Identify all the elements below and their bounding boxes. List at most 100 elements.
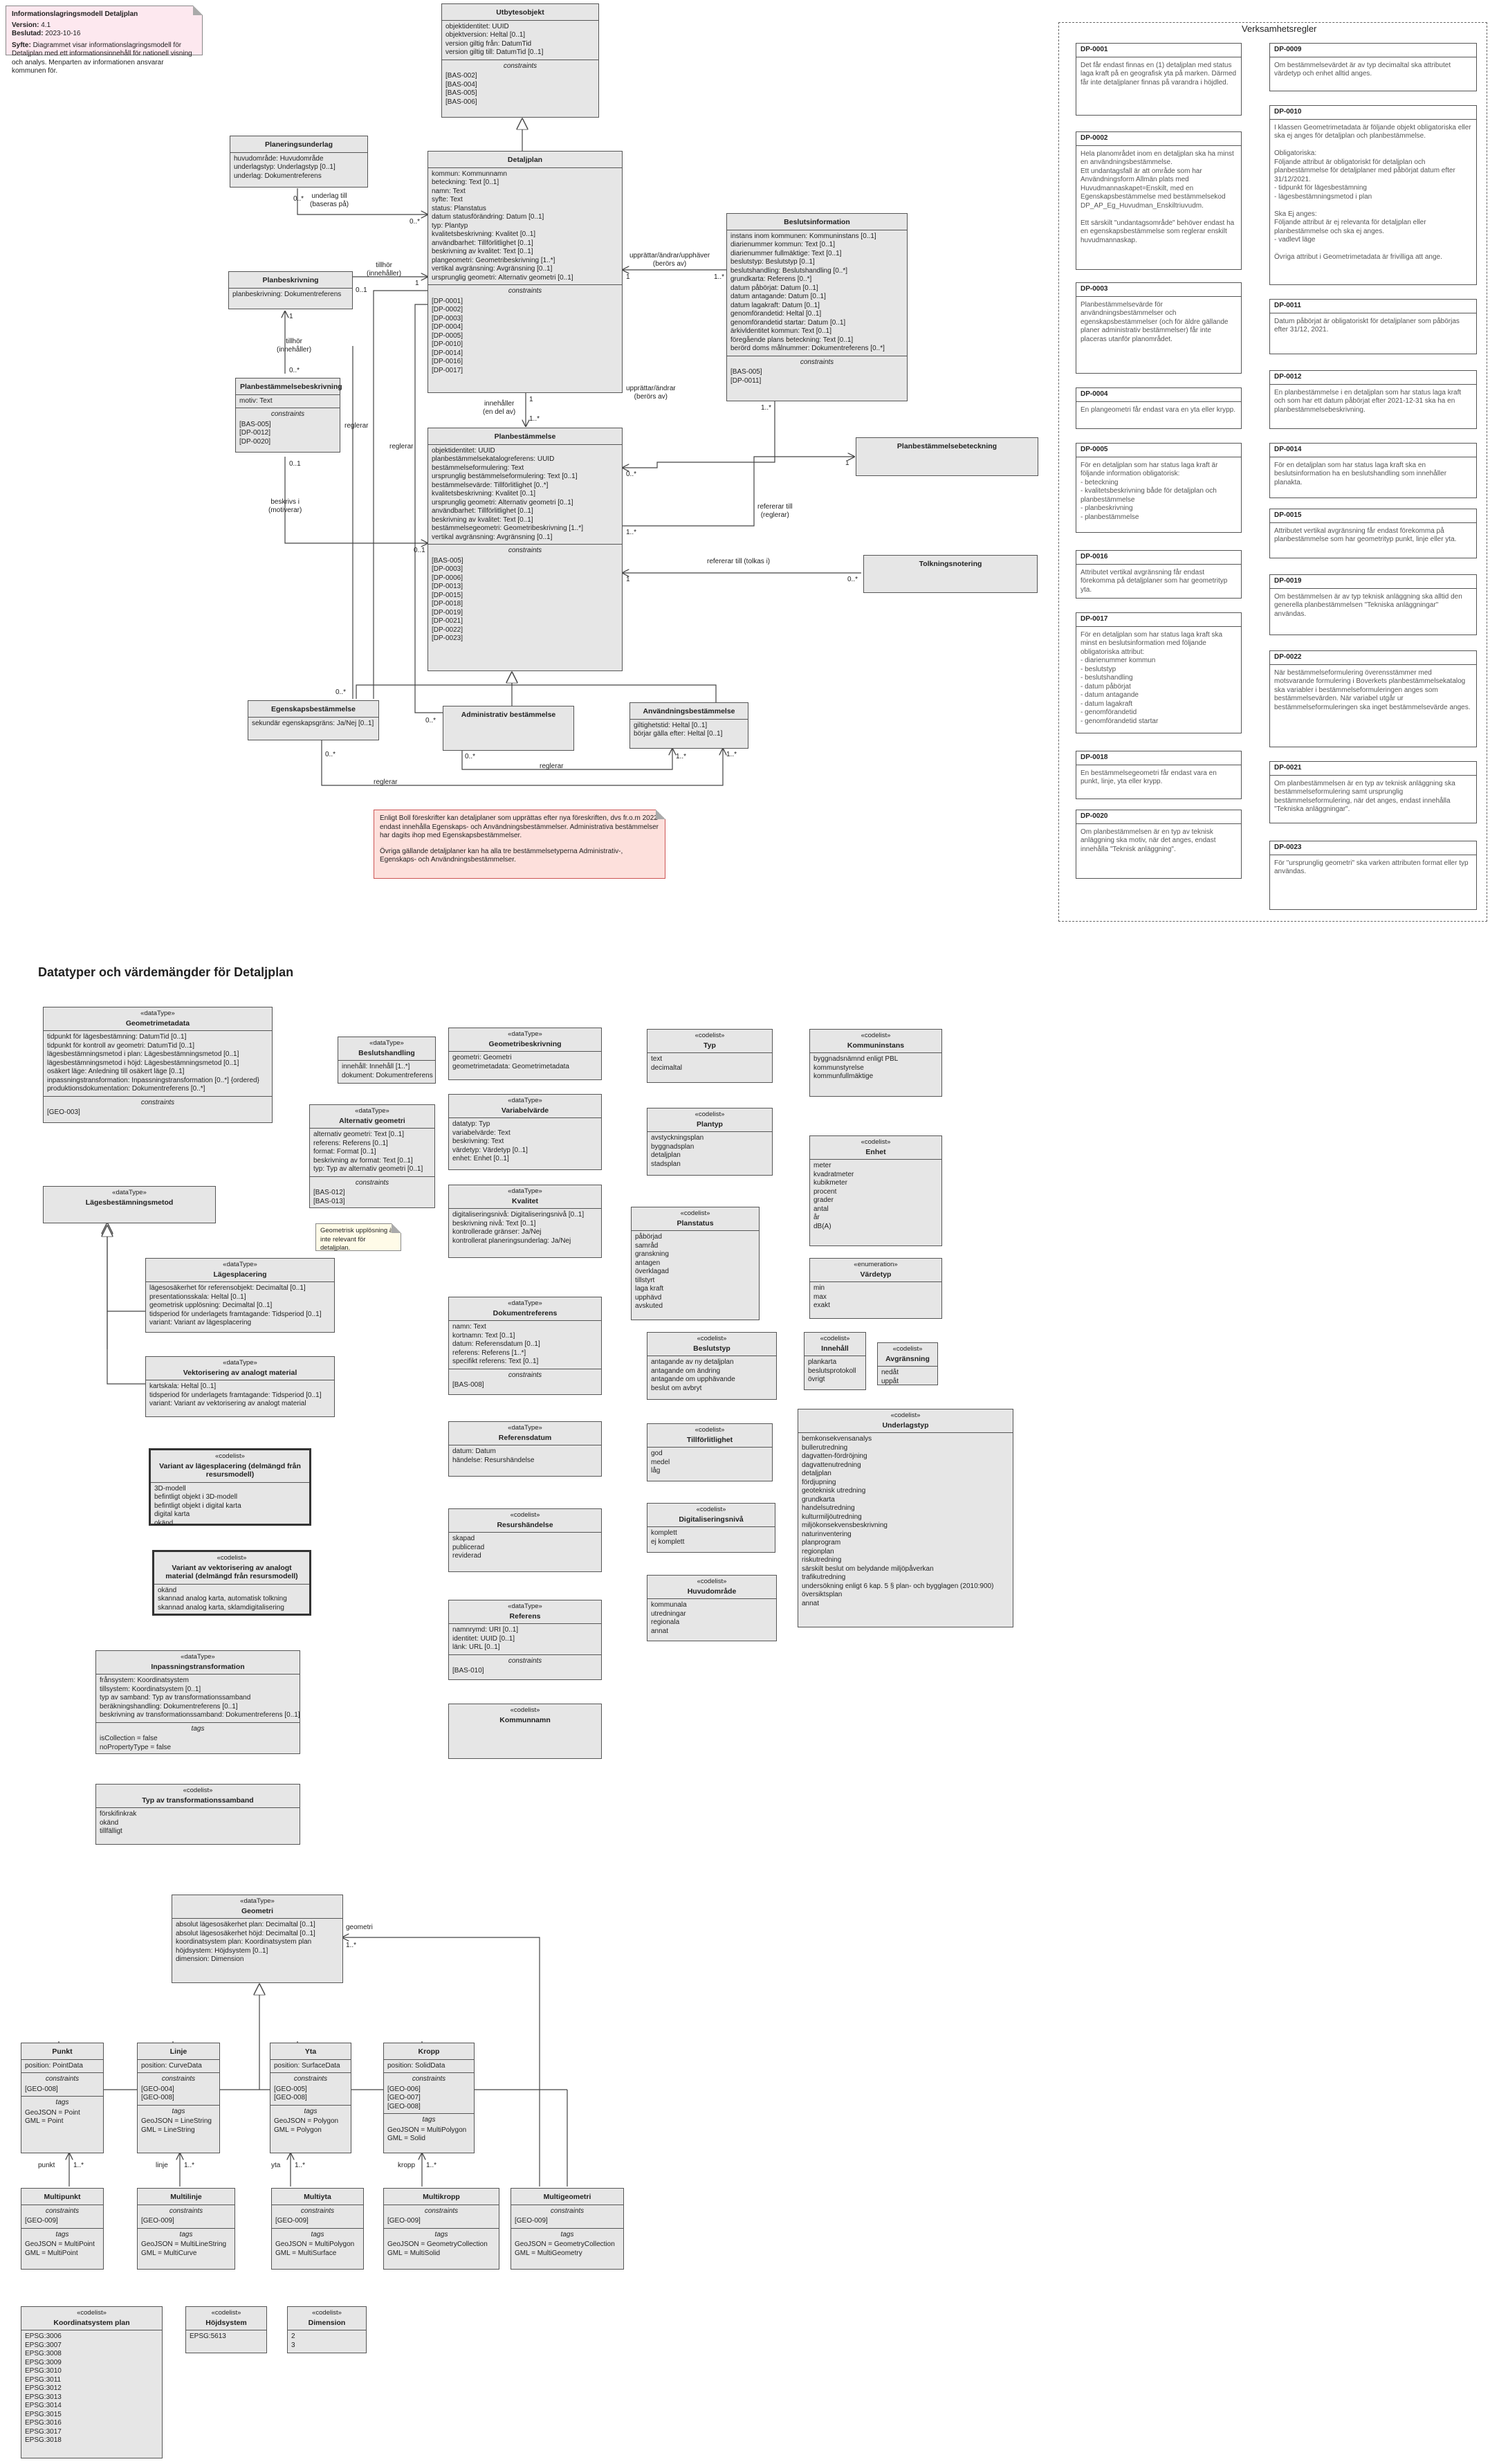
rule-text: För "ursprunglig geometri" ska varken at…: [1274, 859, 1469, 876]
stereotype: «codelist»: [680, 1210, 710, 1217]
cl-variant-vektorisering[interactable]: «codelist»Variant av vektorisering av an…: [152, 1550, 311, 1616]
attribute: byggnadsplan: [651, 1142, 695, 1151]
attribute: max: [813, 1293, 827, 1301]
constraints-label: constraints: [503, 62, 537, 70]
constraints-label: constraints: [800, 358, 834, 366]
cl-variant-lagesplacering[interactable]: «codelist»Variant av lägesplacering (del…: [149, 1448, 311, 1527]
attribute: min: [813, 1284, 825, 1292]
constraints-section: constraints[GEO-009]: [511, 2204, 623, 2228]
tags-label: tags: [311, 2230, 324, 2238]
attribute: ursprunglig geometri: Alternativ geometr…: [432, 273, 573, 282]
attribute: objektidentitet: UUID: [432, 446, 495, 455]
attribute: namnrymd: URI [0..1]: [452, 1626, 519, 1634]
class-administrativ-bestammelse[interactable]: Administrativ bestämmelse: [443, 706, 574, 751]
attribute: kvadratmeter: [813, 1170, 854, 1178]
attribute: datum statusförändring: Datum [0..1]: [432, 213, 544, 221]
constraint: [DP-0004]: [432, 323, 463, 331]
dt-vektorisering[interactable]: «dataType»Vektorisering av analogt mater…: [145, 1356, 335, 1417]
dt-lagesbestamningsmetod[interactable]: «dataType»Lägesbestämningsmetod: [43, 1186, 216, 1223]
attribute: undersökning enligt 6 kap. 5 § plan- och…: [802, 1582, 994, 1590]
class-name: Digitaliseringsnivå: [679, 1515, 744, 1524]
rule-id: DP-0003: [1076, 283, 1241, 297]
attribute: beskrivning av format: Text [0..1]: [313, 1156, 413, 1165]
attribute: detaljplan: [802, 1470, 831, 1477]
rule-text: Om bestämmelsen är av typ teknisk anlägg…: [1274, 592, 1462, 618]
attribute: kommunstyrelse: [813, 1064, 864, 1072]
constraint: [BAS-005]: [445, 89, 477, 97]
attribute: underlag: Dokumentreferens: [234, 172, 322, 180]
class-planbestammelsebeteckning[interactable]: Planbestämmelsebeteckning: [856, 437, 1038, 476]
attribute: namn: Text: [432, 187, 466, 195]
class-tolkningsnotering[interactable]: Tolkningsnotering: [863, 555, 1038, 593]
stereotype: «codelist»: [215, 1452, 245, 1460]
attribute: kommunfullmäktige: [813, 1073, 874, 1080]
attribute: osäkert läge: Anledning till osäkert läg…: [47, 1068, 185, 1075]
class-name: Vektorisering av analogt material: [183, 1368, 297, 1377]
rule-text: Om planbestämmelsen är en typ av teknisk…: [1274, 779, 1455, 814]
class-name: Enhet: [865, 1147, 886, 1156]
cl-kommunnamn[interactable]: «codelist»Kommunnamn: [448, 1704, 602, 1759]
attributes-section: lägesosäkerhet för referensobjekt: Decim…: [146, 1281, 334, 1330]
attribute: EPSG:3006: [25, 2333, 62, 2340]
rule-text: Det får endast finnas en (1) detaljplan …: [1081, 61, 1237, 86]
tags-label: tags: [191, 1724, 205, 1733]
attribute: befintligt objekt i digital karta: [154, 1502, 241, 1510]
class-name: Beslutstyp: [693, 1344, 730, 1353]
